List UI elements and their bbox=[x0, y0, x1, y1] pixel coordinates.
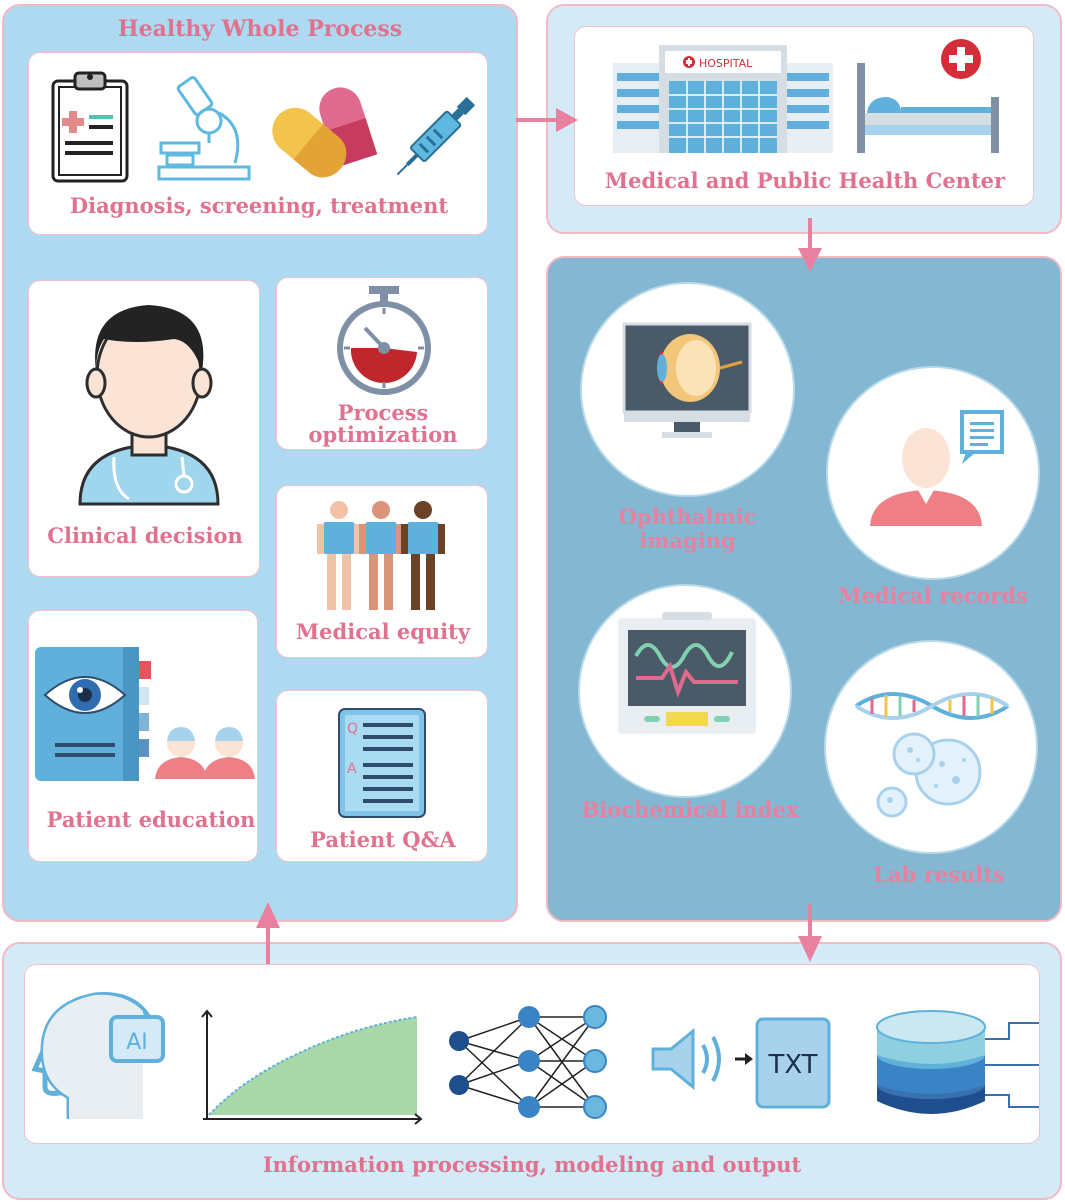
lab-results-circle bbox=[824, 640, 1038, 854]
neural-network-icon bbox=[449, 1005, 607, 1119]
eye-booklet-icon bbox=[35, 647, 151, 781]
people-group-icon bbox=[317, 501, 445, 610]
process-label-line2: optimization bbox=[308, 422, 458, 447]
a-letter: A bbox=[347, 761, 357, 777]
ai-badge-text: AI bbox=[126, 1030, 148, 1055]
diagnosis-card: Diagnosis, screening, treatment bbox=[28, 52, 488, 235]
stopwatch-icon bbox=[337, 286, 431, 395]
eye-monitor-icon bbox=[622, 322, 752, 438]
diagnosis-label: Diagnosis, screening, treatment bbox=[69, 193, 449, 218]
clinical-decision-card: Clinical decision bbox=[28, 280, 260, 577]
microscope-icon bbox=[157, 76, 251, 181]
biochemical-index-label: Biochemical index bbox=[581, 797, 799, 822]
ophthalmic-imaging-circle bbox=[580, 282, 795, 497]
patient-qa-card: Q A Patient Q&A bbox=[276, 690, 488, 862]
arrow-center-to-data bbox=[798, 218, 822, 272]
information-processing-label: Information processing, modeling and out… bbox=[262, 1152, 802, 1177]
q-letter: Q bbox=[347, 721, 358, 737]
patient-qa-label: Patient Q&A bbox=[310, 827, 456, 852]
health-center-card: HOSPITAL Medical and Public Health Cente… bbox=[574, 26, 1034, 206]
doctor-icon bbox=[78, 305, 220, 506]
medical-records-label: Medical records bbox=[838, 583, 1028, 608]
txt-badge-text: TXT bbox=[767, 1050, 817, 1080]
growth-curve-icon bbox=[201, 1009, 423, 1125]
pills-icon bbox=[272, 87, 378, 178]
ai-head-icon: AI bbox=[31, 992, 165, 1119]
database-icon bbox=[876, 1010, 1039, 1114]
biochemical-index-circle bbox=[578, 584, 792, 798]
patient-education-card: Patient education bbox=[28, 610, 258, 862]
clipboard-icon bbox=[51, 71, 129, 183]
ophthalmic-label-line2: imaging bbox=[639, 528, 736, 553]
syringe-icon bbox=[396, 96, 476, 176]
clinical-decision-label: Clinical decision bbox=[47, 523, 243, 548]
ecg-monitor-icon bbox=[618, 612, 756, 734]
healthy-whole-process-title: Healthy Whole Process bbox=[117, 16, 403, 42]
lab-results-label: Lab results bbox=[873, 862, 1005, 887]
hospital-bed-icon bbox=[857, 39, 999, 153]
dna-cells-icon bbox=[854, 692, 1010, 818]
information-processing-card: AI TXT bbox=[24, 964, 1040, 1144]
medical-equity-label: Medical equity bbox=[295, 619, 471, 644]
patients-icon bbox=[155, 727, 255, 779]
process-label-line1: Process bbox=[337, 400, 429, 425]
speech-to-text-icon: TXT bbox=[651, 1017, 831, 1109]
patient-education-label: Patient education bbox=[46, 807, 256, 832]
arrow-left-to-center bbox=[516, 108, 578, 132]
hospital-building-icon: HOSPITAL bbox=[613, 45, 833, 153]
medical-records-circle bbox=[826, 366, 1040, 580]
person-chat-icon bbox=[870, 410, 1004, 526]
ophthalmic-label-line1: Ophthalmic bbox=[618, 504, 757, 529]
process-optimization-card: Process optimization bbox=[276, 277, 488, 450]
arrow-data-to-processing bbox=[798, 904, 822, 962]
health-center-label: Medical and Public Health Center bbox=[604, 168, 1006, 193]
hospital-sign-text: HOSPITAL bbox=[699, 57, 753, 70]
qa-sheet-icon: Q A bbox=[338, 708, 426, 818]
medical-equity-card: Medical equity bbox=[276, 485, 488, 658]
arrow-processing-to-left bbox=[256, 902, 280, 964]
